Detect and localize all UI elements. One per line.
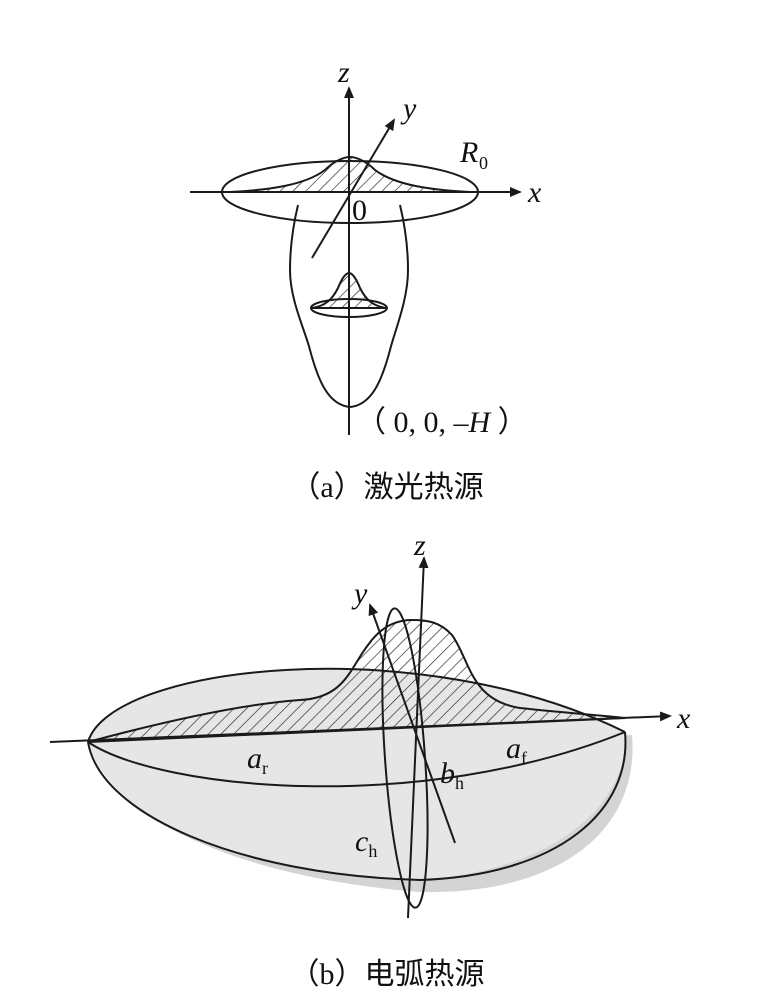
arc-z-axis (407, 556, 429, 919)
laser-radius-sub: 0 (479, 153, 488, 173)
laser-y-label: y (400, 92, 417, 125)
laser-radius-label: R (459, 136, 478, 169)
arc-bh-label: bh (440, 757, 464, 793)
laser-z-label: z (337, 56, 350, 89)
arc-caption: （b）电弧热源 (290, 958, 485, 991)
arc-z-label: z (413, 529, 426, 562)
arc-x-axis (49, 711, 672, 743)
arc-y-axis (368, 603, 456, 844)
laser-bottom-point-label: （ 0, 0, –H ） (356, 406, 528, 439)
arc-y-label: y (351, 577, 368, 610)
arc-af-label: af (506, 732, 527, 768)
arc-gaussian-profile (87, 618, 626, 743)
laser-x-label: x (527, 176, 542, 209)
arc-ar-label: ar (247, 742, 268, 778)
laser-y-axis (311, 118, 396, 259)
laser-origin-label: 0 (352, 194, 367, 227)
arc-x-label: x (676, 702, 691, 735)
panel-b-arc-heat-source: z y x ar af bh ch （b）电弧热源 (49, 529, 691, 991)
panel-a-laser-heat-source: z y x R 0 0 （ 0, 0, –H ） （a）激光热源 (190, 56, 542, 504)
arc-inner-contour (87, 731, 626, 788)
arc-bottom-contour (87, 731, 627, 882)
arc-top-rim (87, 667, 626, 743)
laser-caption: （a）激光热源 (290, 471, 483, 504)
arc-ch-label: ch (355, 825, 377, 861)
